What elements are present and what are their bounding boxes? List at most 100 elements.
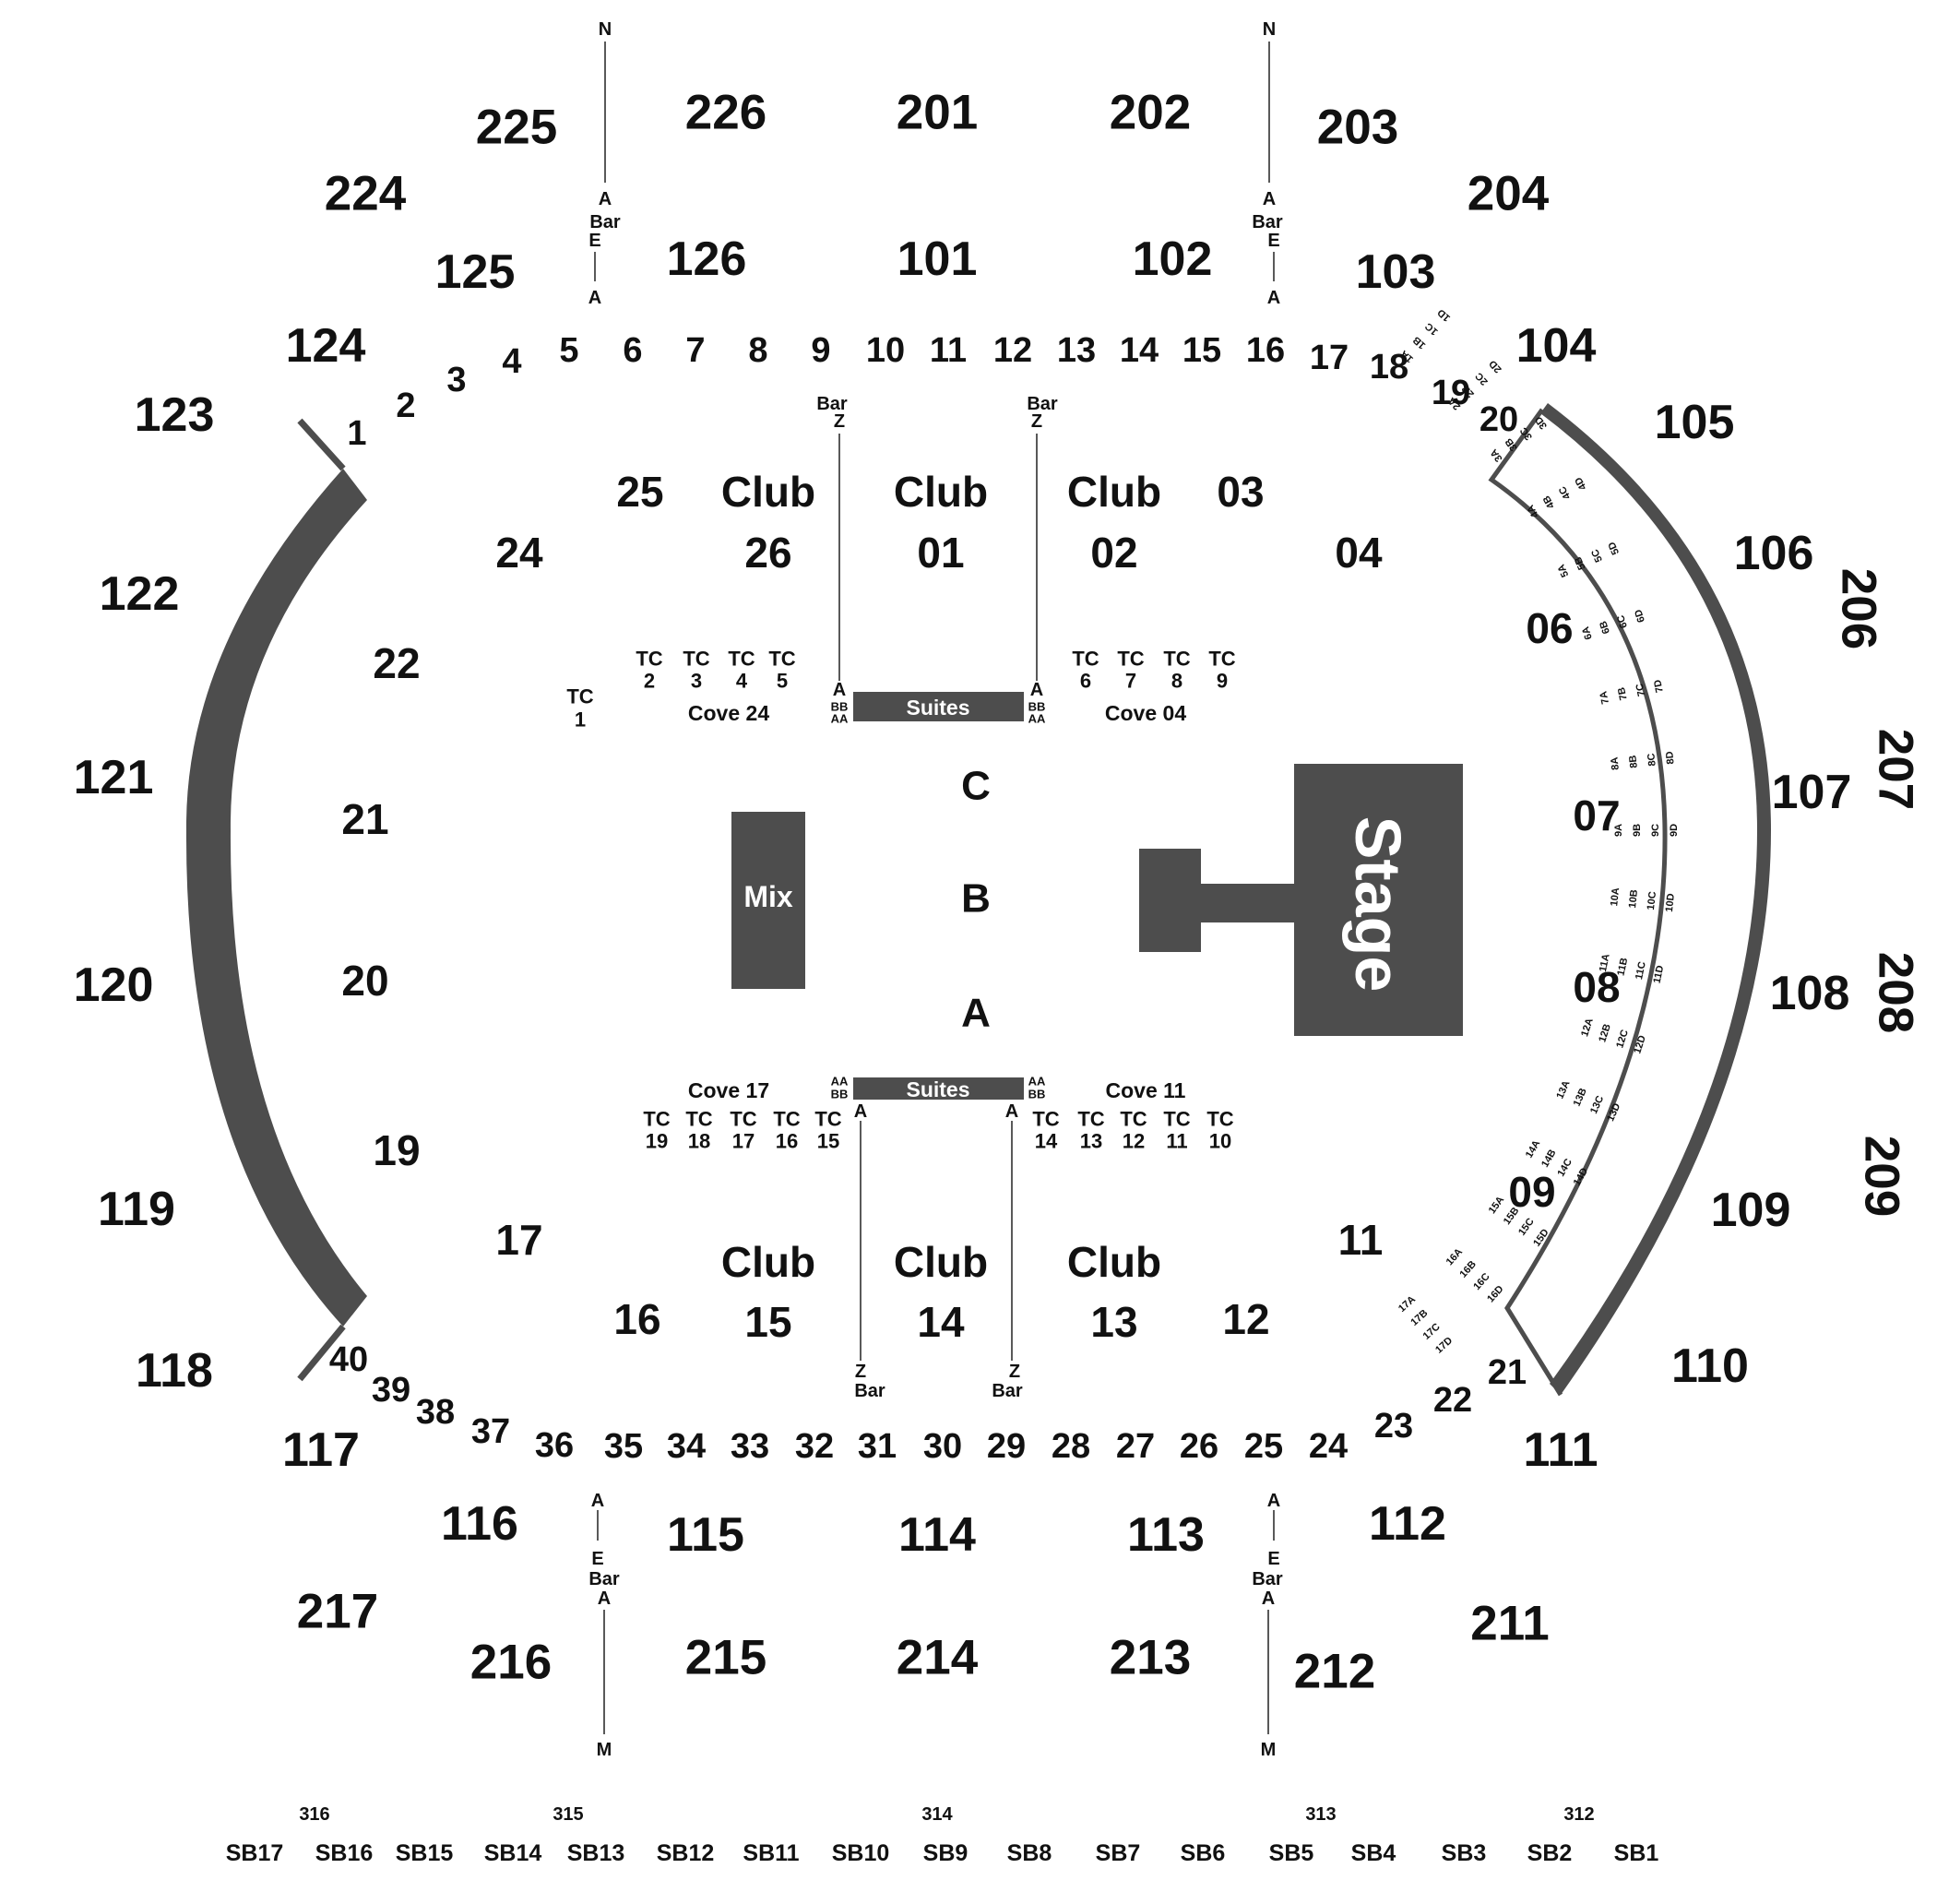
floor-seat-label[interactable]: 12A xyxy=(1579,1017,1596,1038)
section-100[interactable]: 118 xyxy=(136,1344,213,1398)
floor-seat-label[interactable]: 9B xyxy=(1632,824,1643,837)
loge-box[interactable]: 04 xyxy=(1335,529,1383,577)
floor-seat-label[interactable]: 9A xyxy=(1613,824,1624,837)
table-club-number[interactable]: 10 xyxy=(1209,1130,1231,1153)
club-number[interactable]: 15 xyxy=(744,1298,791,1346)
floor-seat-label[interactable]: 17C xyxy=(1421,1321,1443,1341)
skybox[interactable]: SB15 xyxy=(396,1840,454,1866)
table-club-number[interactable]: 3 xyxy=(691,670,702,693)
floor-seat-label[interactable]: 13B xyxy=(1572,1087,1589,1108)
table-club-number[interactable]: 8 xyxy=(1171,670,1182,693)
floor-seat-label[interactable]: 6D xyxy=(1633,608,1647,624)
loge-box[interactable]: 21 xyxy=(341,795,388,843)
row-label[interactable]: 23 xyxy=(1374,1407,1413,1446)
section-100[interactable]: 112 xyxy=(1369,1497,1446,1551)
loge-box[interactable]: 20 xyxy=(341,957,388,1005)
table-club-number[interactable]: 7 xyxy=(1125,670,1136,693)
floor-seat-label[interactable]: 7D xyxy=(1652,679,1666,694)
section-100[interactable]: 119 xyxy=(98,1183,175,1236)
row-label[interactable]: 11 xyxy=(930,331,967,370)
section-300[interactable]: 314 xyxy=(921,1804,953,1825)
floor-seat-label[interactable]: 1D xyxy=(1435,306,1453,323)
row-label[interactable]: 34 xyxy=(667,1427,706,1466)
floor-seat-label[interactable]: 15C xyxy=(1516,1216,1537,1237)
floor-seat-label[interactable]: 8D xyxy=(1664,751,1676,765)
row-label[interactable]: 20 xyxy=(1479,400,1518,439)
floor-seat-label[interactable]: 14D xyxy=(1572,1166,1591,1188)
table-club-label[interactable]: TC xyxy=(730,1108,756,1131)
floor-seat-label[interactable]: 16C xyxy=(1471,1271,1491,1292)
table-club-label[interactable]: TC xyxy=(1163,1108,1190,1131)
row-label[interactable]: 25 xyxy=(1244,1427,1283,1466)
floor-seat-label[interactable]: 8C xyxy=(1646,753,1658,767)
club-label[interactable]: Club xyxy=(721,468,815,516)
skybox[interactable]: SB6 xyxy=(1181,1840,1226,1866)
section-100[interactable]: 106 xyxy=(1734,527,1814,580)
club-label[interactable]: Club xyxy=(721,1238,815,1286)
club-number[interactable]: 14 xyxy=(917,1298,965,1346)
floor-seat-label[interactable]: 11A xyxy=(1598,953,1612,973)
table-club-label[interactable]: TC xyxy=(1206,1108,1233,1131)
row-label[interactable]: 26 xyxy=(1180,1427,1218,1466)
table-club-label[interactable]: TC xyxy=(1072,648,1099,671)
skybox[interactable]: SB16 xyxy=(315,1840,374,1866)
skybox[interactable]: SB1 xyxy=(1614,1840,1659,1866)
row-label[interactable]: 10 xyxy=(866,331,905,370)
floor-seat-label[interactable]: 1B xyxy=(1411,334,1429,351)
club-number[interactable]: 02 xyxy=(1090,529,1137,577)
table-club-label[interactable]: TC xyxy=(566,685,593,708)
floor-seat-label[interactable]: 5A xyxy=(1556,563,1572,579)
loge-box[interactable]: 06 xyxy=(1526,604,1573,652)
floor-seat-label[interactable]: 7C xyxy=(1634,683,1648,697)
section-200[interactable]: 225 xyxy=(476,101,557,155)
section-200[interactable]: 226 xyxy=(685,86,766,140)
loge-box[interactable]: 11 xyxy=(1338,1216,1384,1264)
table-club-number[interactable]: 12 xyxy=(1123,1130,1145,1153)
floor-seat-label[interactable]: 12D xyxy=(1632,1034,1648,1055)
skybox[interactable]: SB8 xyxy=(1007,1840,1052,1866)
row-label[interactable]: 37 xyxy=(471,1412,510,1451)
section-200[interactable]: 214 xyxy=(897,1631,979,1685)
table-club-label[interactable]: TC xyxy=(1163,648,1190,671)
skybox[interactable]: SB3 xyxy=(1442,1840,1487,1866)
section-100[interactable]: 120 xyxy=(74,958,154,1012)
row-label[interactable]: 19 xyxy=(1432,374,1470,412)
section-200[interactable]: 213 xyxy=(1110,1631,1191,1685)
floor-seat-label[interactable]: 13D xyxy=(1605,1101,1622,1123)
section-200[interactable]: 209 xyxy=(1855,1136,1909,1217)
row-label[interactable]: 13 xyxy=(1057,331,1096,370)
floor-seat-label[interactable]: 12C xyxy=(1614,1029,1631,1050)
section-100[interactable]: 102 xyxy=(1133,232,1213,286)
floor-seat-label[interactable]: 5D xyxy=(1606,540,1622,556)
skybox[interactable]: SB4 xyxy=(1351,1840,1396,1866)
table-club-number[interactable]: 6 xyxy=(1080,670,1091,693)
club-number[interactable]: 01 xyxy=(917,529,964,577)
section-200[interactable]: 211 xyxy=(1470,1597,1550,1651)
loge-box[interactable]: 24 xyxy=(495,529,543,577)
table-club-number[interactable]: 19 xyxy=(646,1130,668,1153)
floor-seat-label[interactable]: 5C xyxy=(1589,547,1605,564)
row-label[interactable]: 16 xyxy=(1246,331,1285,370)
row-label[interactable]: 36 xyxy=(535,1426,574,1465)
skybox[interactable]: SB11 xyxy=(743,1840,799,1866)
row-label[interactable]: 21 xyxy=(1488,1353,1527,1392)
floor-seat-label[interactable]: 13C xyxy=(1588,1094,1606,1115)
floor-seat-label[interactable]: 16D xyxy=(1485,1283,1505,1304)
table-club-number[interactable]: 1 xyxy=(575,708,586,732)
floor-section[interactable]: C xyxy=(961,764,991,809)
floor-seat-label[interactable]: 10B xyxy=(1627,889,1640,909)
loge-box[interactable]: 09 xyxy=(1508,1168,1555,1216)
floor-seat-label[interactable]: 17D xyxy=(1433,1335,1455,1355)
section-100[interactable]: 111 xyxy=(1523,1423,1598,1477)
table-club-number[interactable]: 16 xyxy=(776,1130,798,1153)
loge-box[interactable]: 07 xyxy=(1573,791,1620,839)
loge-box[interactable]: 03 xyxy=(1217,468,1264,516)
floor-seat-label[interactable]: 4D xyxy=(1573,475,1588,492)
floor-seat-label[interactable]: 14C xyxy=(1555,1157,1575,1179)
table-club-number[interactable]: 5 xyxy=(777,670,788,693)
row-label[interactable]: 31 xyxy=(858,1427,897,1466)
floor-seat-label[interactable]: 5B xyxy=(1573,555,1588,572)
floor-seat-label[interactable]: 7A xyxy=(1598,690,1611,705)
floor-seat-label[interactable]: 17B xyxy=(1408,1307,1430,1327)
section-300[interactable]: 312 xyxy=(1563,1804,1594,1825)
